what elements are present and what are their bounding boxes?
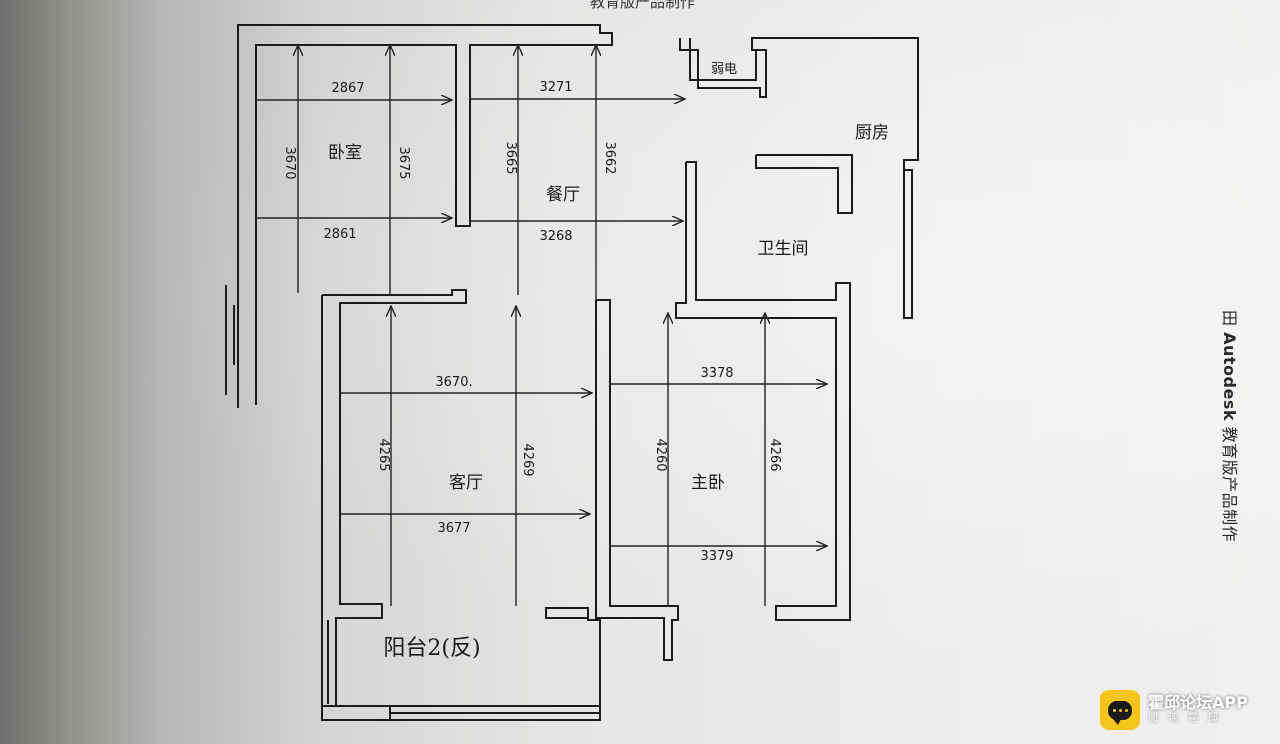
watermark-glyph: 田 <box>1220 310 1239 327</box>
dim-label-living-right: 4269 <box>520 443 535 476</box>
wall-balcony-right <box>545 607 601 720</box>
app-badge-subtitle: 阅读霍邱 <box>1148 713 1228 724</box>
dim-label-dining-bottom: 3268 <box>539 229 572 244</box>
room-label-weak-current: 弱电 <box>711 62 737 77</box>
dim-label-dining-left: 3665 <box>503 141 518 174</box>
room-label-dining: 餐厅 <box>546 185 580 205</box>
wall-center <box>595 299 679 661</box>
wall-balcony-left-window <box>321 618 336 707</box>
wall-outer-left <box>237 24 613 408</box>
autodesk-watermark: 田 Autodesk 教育版产品制作 <box>1219 310 1243 542</box>
dim-label-bedroom-bottom: 2861 <box>323 227 356 242</box>
dim-label-bedroom-left: 3670 <box>282 146 297 179</box>
dim-label-master-bottom: 3379 <box>700 549 733 564</box>
walls <box>225 24 919 721</box>
header-fragment: 教育版产品制作 <box>590 0 696 11</box>
dim-label-bedroom-top: 2867 <box>331 81 364 96</box>
dim-label-master-left: 4260 <box>653 438 668 471</box>
room-label-master-bedroom: 主卧 <box>691 473 725 493</box>
watermark-suffix: 教育版产品制作 <box>1220 426 1239 543</box>
dim-label-living-bottom: 3677 <box>437 521 470 536</box>
dimension-lines: 2867 2861 3271 3268 3670. 3677 3378 3379 3670 367… <box>256 45 827 606</box>
wall-bathroom-notch <box>755 154 853 214</box>
dim-label-master-top: 3378 <box>700 366 733 381</box>
dim-label-living-left: 4265 <box>376 438 391 471</box>
app-badge-name: 霍邱论坛APP <box>1148 693 1248 712</box>
dim-label-master-right: 4266 <box>767 438 782 471</box>
app-badge[interactable]: 霍邱论坛APP 阅读霍邱 <box>1100 688 1248 732</box>
wall-bathroom <box>675 161 851 621</box>
room-label-bathroom: 卫生间 <box>758 239 809 259</box>
room-label-kitchen: 厨房 <box>855 123 889 143</box>
watermark-brand: Autodesk <box>1220 332 1239 421</box>
dim-label-dining-top: 3271 <box>539 80 572 95</box>
chat-bubble-icon <box>1100 690 1140 730</box>
wall-weak-current <box>679 37 919 319</box>
dim-label-bedroom-right: 3675 <box>396 146 411 179</box>
room-label-bedroom: 卧室 <box>328 143 362 163</box>
wall-weak-current-inner <box>689 38 757 81</box>
dim-label-living-top: 3670. <box>435 375 472 390</box>
room-label-living: 客厅 <box>449 473 483 493</box>
room-label-balcony: 阳台2(反) <box>383 636 480 661</box>
dim-label-dining-right: 3662 <box>602 141 617 174</box>
